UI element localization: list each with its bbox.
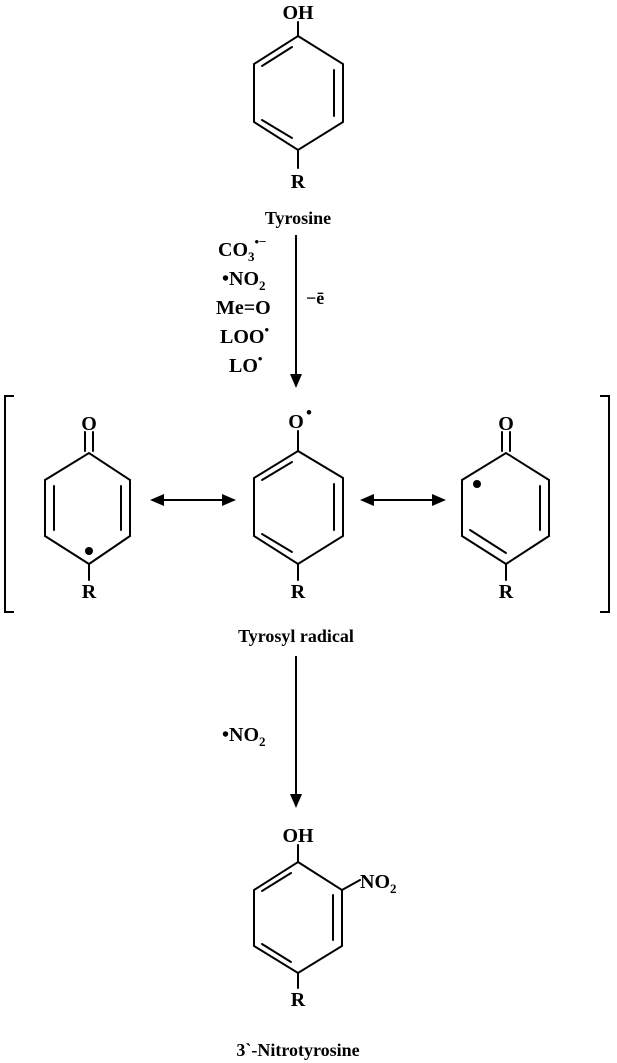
nitrotyrosine-structure: OH NO2 R [253, 825, 397, 1011]
center-r-label: R [291, 581, 306, 603]
left-r-label: R [82, 581, 97, 603]
resonance-left-structure: O R [44, 413, 131, 603]
tyrosine-r-label: R [291, 171, 306, 193]
tyrosine-oh-label: OH [282, 2, 314, 24]
electron-loss-label: −ē [306, 288, 324, 308]
resonance-right-structure: O R [461, 413, 550, 603]
oxidant-peroxyl: LOO• [220, 322, 269, 348]
oxidant-alkoxyl: LO• [229, 351, 263, 377]
product-nitro-label: NO2 [360, 871, 397, 896]
oxidation-arrow [290, 235, 302, 388]
center-oxygen-label: O [288, 411, 304, 433]
right-r-label: R [499, 581, 514, 603]
nitrotyrosine-name: 3`-Nitrotyrosine [236, 1040, 359, 1060]
oxidant-oxo-metal: Me=O [216, 297, 271, 319]
resonance-arrow-left [150, 494, 236, 506]
left-oxygen-label: O [81, 413, 97, 435]
right-oxygen-label: O [498, 413, 514, 435]
center-radical-dot: • [306, 403, 312, 422]
nitration-reagent: •NO2 [222, 724, 266, 749]
tyrosyl-radical-name: Tyrosyl radical [238, 626, 354, 646]
product-oh-label: OH [282, 825, 314, 847]
resonance-center-structure: O • R [253, 403, 344, 603]
resonance-arrow-right [360, 494, 446, 506]
tyrosine-name: Tyrosine [265, 208, 331, 228]
resonance-brackets [4, 395, 610, 613]
product-r-label: R [291, 989, 306, 1011]
oxidant-nitrogen-dioxide: •NO2 [222, 268, 266, 293]
tyrosine-structure: OH R [253, 2, 344, 193]
nitration-arrow [290, 656, 302, 808]
oxidant-carbonate-radical: CO3•− [218, 234, 266, 264]
